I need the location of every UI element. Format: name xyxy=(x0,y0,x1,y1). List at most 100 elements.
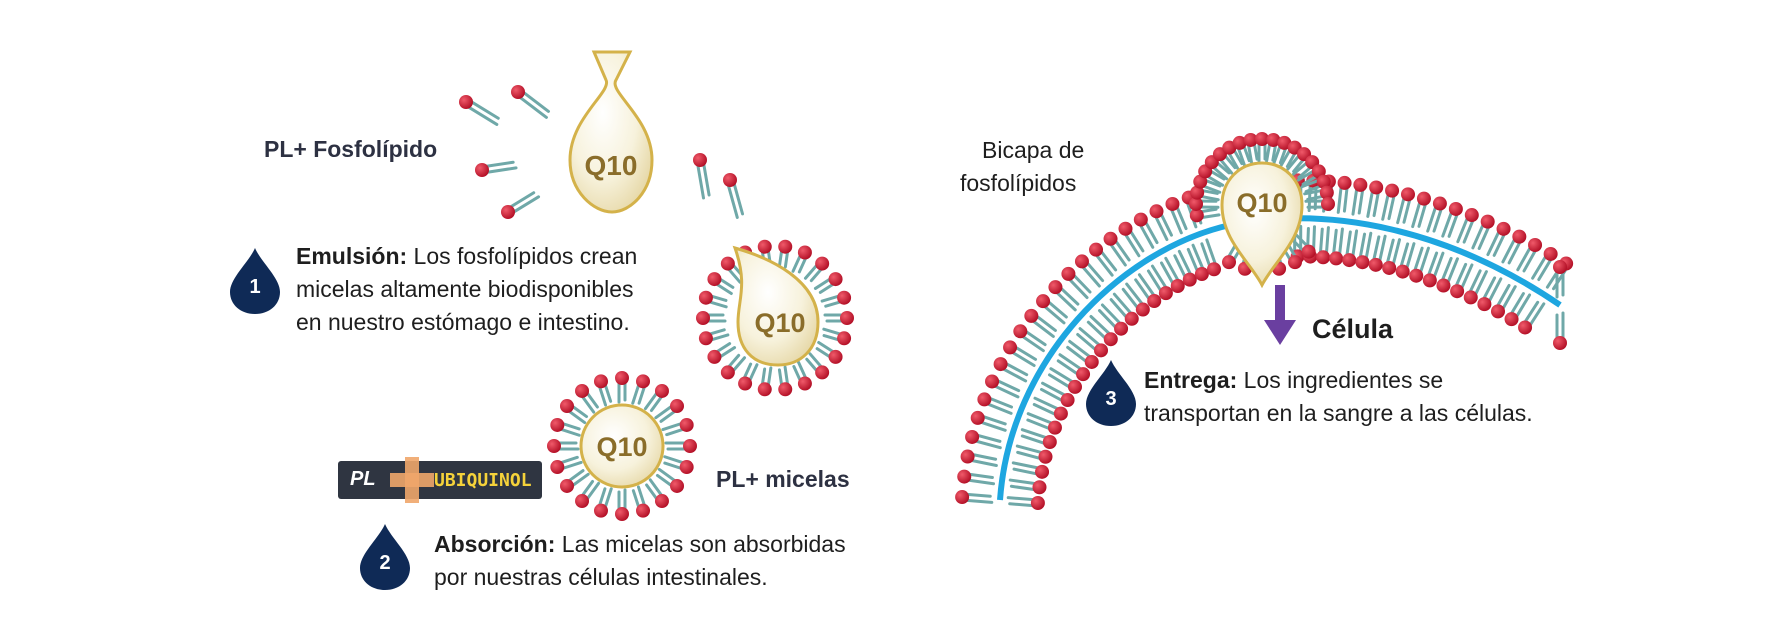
phospholipid xyxy=(707,342,737,364)
phospholipid xyxy=(1086,314,1118,347)
phospholipid xyxy=(820,290,852,308)
phospholipid xyxy=(1011,461,1050,479)
phospholipid xyxy=(1173,249,1197,287)
step-2-marker: 2 xyxy=(360,524,410,590)
badge-pl-text: PL xyxy=(350,468,376,490)
step-1-marker: 1 xyxy=(230,248,280,314)
phospholipid xyxy=(615,371,629,404)
phospholipid xyxy=(1118,221,1145,258)
phospholipid xyxy=(550,417,581,437)
phospholipid xyxy=(1368,234,1387,272)
pl-ubiquinol-badge: PL UBIQUINOL xyxy=(338,457,542,503)
phospholipid xyxy=(1426,196,1447,233)
phospholipid xyxy=(693,153,711,200)
step-1-line2: micelas altamente biodisponibles xyxy=(296,276,634,302)
step-1-number: 1 xyxy=(249,276,261,298)
phospholipid xyxy=(1190,185,1220,202)
phospholipid xyxy=(1329,227,1344,266)
phospholipid xyxy=(1186,243,1209,282)
phospholipid xyxy=(970,410,1007,432)
phospholipid xyxy=(1024,308,1057,338)
phospholipid xyxy=(1486,221,1511,257)
q10-label-top: Q10 xyxy=(585,150,638,181)
phospholipid xyxy=(1316,226,1331,265)
phospholipid xyxy=(1456,208,1479,244)
phospholipid xyxy=(1243,132,1259,164)
phospholipid xyxy=(1342,229,1359,268)
phospholipid xyxy=(698,290,728,309)
q10-capsule-top: Q10 xyxy=(568,50,654,214)
phospholipid xyxy=(511,85,550,119)
phospholipid xyxy=(655,467,685,493)
step-2-title: Absorción: xyxy=(434,531,556,557)
phospholipid xyxy=(1450,262,1474,299)
q10-label-membrane: Q10 xyxy=(1236,188,1287,218)
down-arrow-icon xyxy=(1264,285,1296,345)
phospholipid xyxy=(1490,283,1517,319)
phospholipid xyxy=(720,256,745,284)
phospholipid xyxy=(792,360,812,391)
step-2-text: Absorción: Las micelas son absorbidas po… xyxy=(434,528,846,594)
q10-label-right: Q10 xyxy=(754,308,805,338)
phospholipid xyxy=(593,374,613,407)
phospholipid xyxy=(1409,246,1430,283)
phospholipid xyxy=(501,191,541,219)
phospholipid xyxy=(1109,292,1139,326)
phospholipid xyxy=(1026,412,1062,435)
phospholipid xyxy=(1008,478,1047,495)
phospholipid xyxy=(575,479,601,509)
phospholipid xyxy=(1290,232,1316,259)
phospholipid xyxy=(1300,174,1331,194)
phospholipid xyxy=(1006,495,1045,510)
phospholipid xyxy=(1441,201,1463,238)
step-2-number: 2 xyxy=(379,552,391,574)
phospholipid xyxy=(1471,214,1495,250)
phospholipid xyxy=(822,327,852,346)
phospholipid xyxy=(1477,276,1503,312)
phospholipid xyxy=(803,256,830,283)
phospholipid xyxy=(547,439,580,453)
phospholipid xyxy=(698,328,730,346)
phospholipid xyxy=(1286,147,1312,173)
phospholipid xyxy=(664,439,697,453)
phospholipid xyxy=(1411,191,1431,229)
phospholipid xyxy=(631,374,651,405)
phospholipid xyxy=(1039,381,1075,408)
phospholipid xyxy=(559,469,590,493)
water-drop-icon xyxy=(230,248,280,314)
plus-icon xyxy=(390,457,434,503)
phospholipid xyxy=(805,352,830,380)
phospholipid xyxy=(1396,187,1415,225)
phospholipid xyxy=(993,357,1029,383)
phospholipid xyxy=(1303,185,1334,201)
step-3-title: Entrega: xyxy=(1144,367,1238,393)
bicapa-label-line2: fosfolípidos xyxy=(960,170,1077,196)
phospholipid xyxy=(1355,231,1373,270)
badge-ubiquinol-text: UBIQUINOL xyxy=(434,470,532,491)
phospholipid xyxy=(960,449,998,468)
phospholipid xyxy=(1304,196,1335,211)
phospholipid xyxy=(1015,444,1053,464)
phospholipid xyxy=(1395,242,1416,279)
phospholipid xyxy=(645,478,669,509)
step-3-text: Entrega: Los ingredientes se transportan… xyxy=(1144,364,1533,430)
phospholipid xyxy=(1098,303,1129,336)
phospholipid xyxy=(823,311,854,325)
step-3-number: 3 xyxy=(1105,388,1117,410)
phospholipid xyxy=(1189,207,1221,223)
phospholipid xyxy=(1381,183,1400,221)
q10-label-bottom: Q10 xyxy=(596,432,647,462)
bicapa-label-line1: Bicapa de xyxy=(982,137,1085,163)
phospholipid xyxy=(815,341,843,364)
phospholipid xyxy=(1160,256,1185,294)
free-phospholipids xyxy=(459,85,745,219)
phospholipid xyxy=(1463,269,1488,305)
bicapa-label: Bicapa de fosfolípidos xyxy=(960,134,1085,200)
step-2-line1: Las micelas son absorbidas xyxy=(555,531,846,557)
step-3-line2: transportan en la sangre a las células. xyxy=(1144,400,1533,426)
phospholipid xyxy=(643,383,669,413)
phospholipid xyxy=(1103,231,1131,267)
phospholipid xyxy=(1013,324,1047,353)
step-3-marker: 3 xyxy=(1086,360,1136,426)
water-drop-icon xyxy=(1086,360,1136,426)
